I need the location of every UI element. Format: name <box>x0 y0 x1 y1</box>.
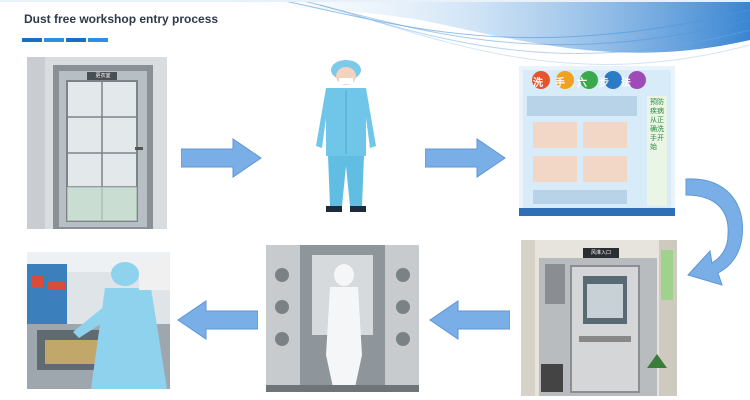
air-shower-tunnel-photo <box>266 245 419 392</box>
air-shower-door-photo <box>521 240 677 396</box>
arrow-curve-down <box>682 173 748 291</box>
arrow-left-1 <box>428 299 510 341</box>
title-underline <box>22 38 108 42</box>
poster-char-3: 六 <box>577 74 587 89</box>
worker-at-station-photo <box>27 252 170 389</box>
cleanroom-suit-photo <box>296 56 396 219</box>
poster-char-2: 手 <box>555 74 565 89</box>
poster-side-text: 预防疾病 从正确洗手开始 <box>650 98 664 152</box>
air-shower-sign-text: 风淋入口 <box>584 249 618 256</box>
poster-char-1: 洗 <box>533 74 543 89</box>
arrow-right-2 <box>425 137 507 179</box>
page-title: Dust free workshop entry process <box>24 12 218 26</box>
door-photo <box>27 57 167 229</box>
poster-char-5: 法 <box>621 74 631 89</box>
poster-char-4: 步 <box>599 74 609 89</box>
arrow-right-1 <box>181 137 263 179</box>
poster-title: 洗 手 六 步 法 <box>533 74 663 89</box>
door-sign-text: 更衣室 <box>88 72 118 79</box>
arrow-left-2 <box>176 299 258 341</box>
